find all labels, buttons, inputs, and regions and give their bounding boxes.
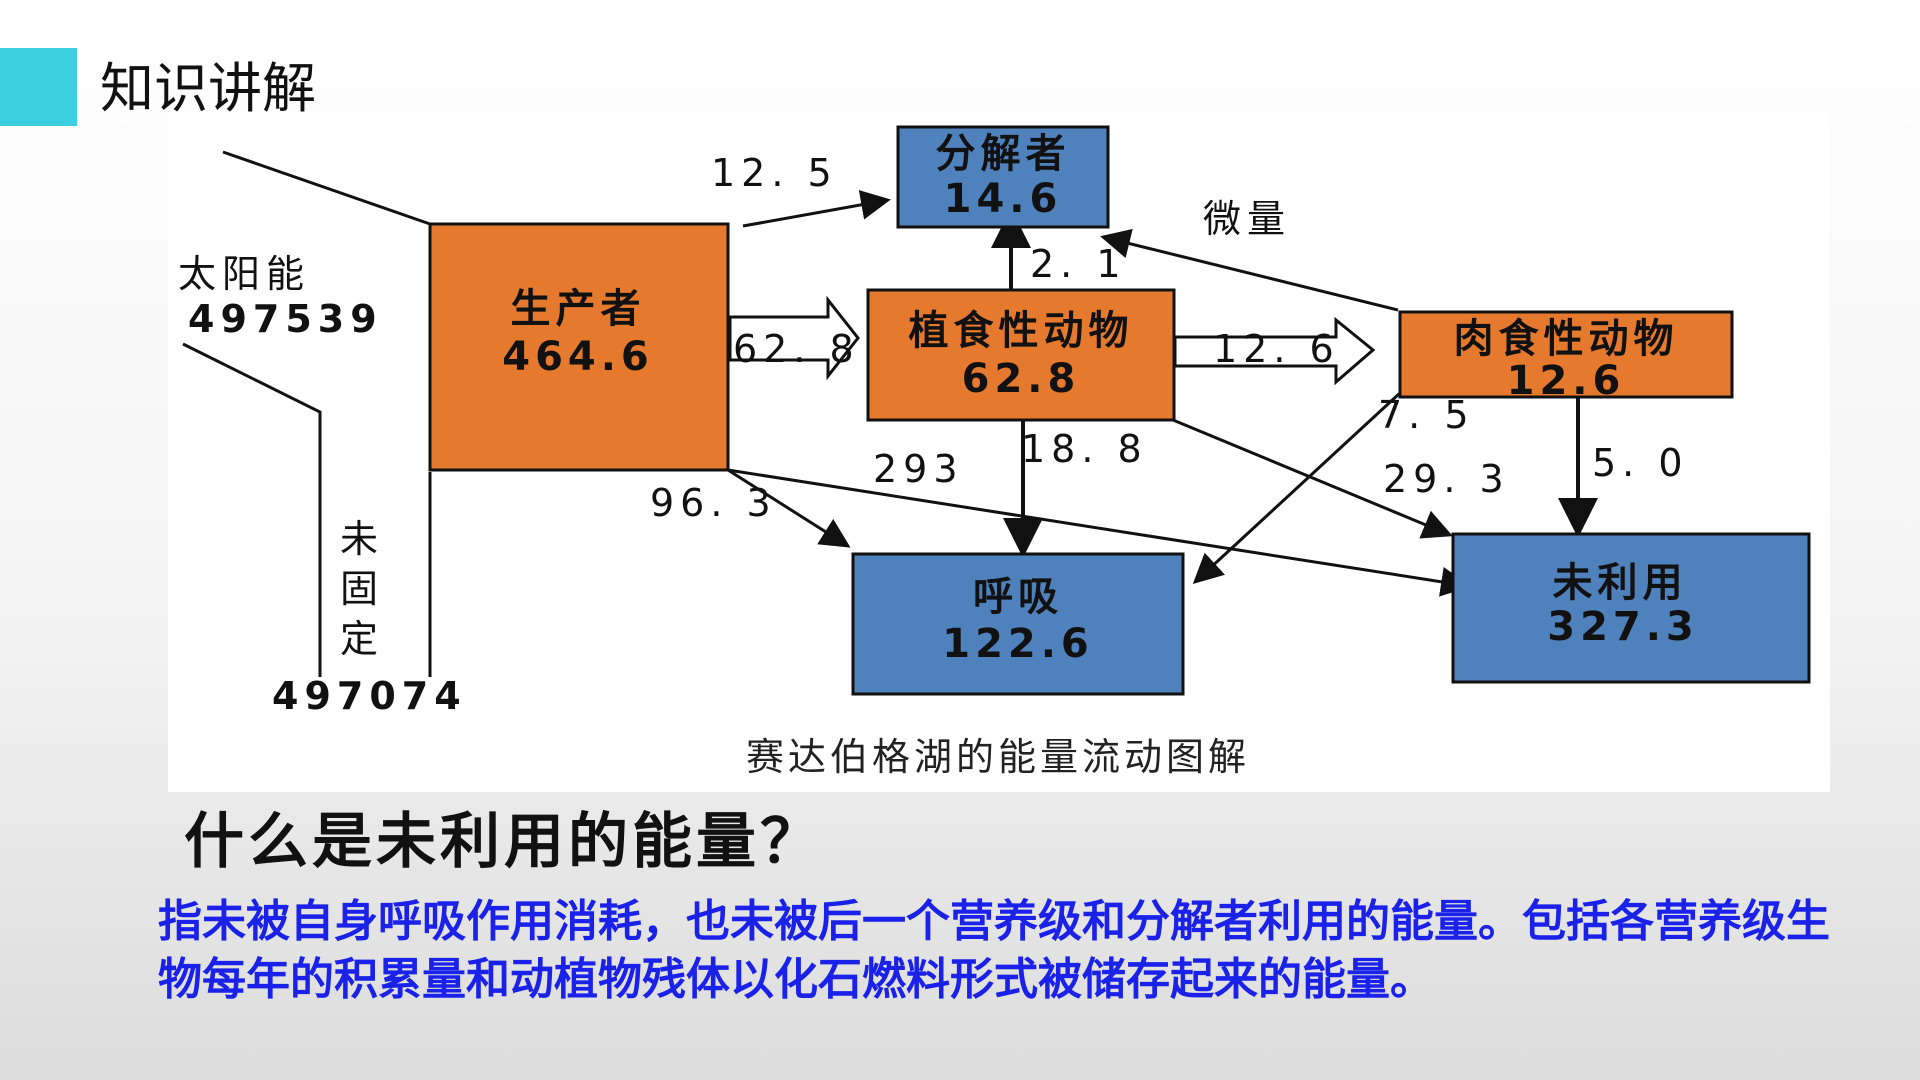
sunlight-line-upper (222, 150, 431, 226)
sun-label: 太阳能 (178, 252, 310, 296)
flow-carnivore-unused: 5. 0 (1592, 441, 1689, 485)
question-heading: 什么是未利用的能量？ (184, 807, 824, 877)
node-carnivore-box (1398, 310, 1734, 399)
flow-carnivore-respiration: 7. 5 (1378, 393, 1475, 437)
node-producer-value: 464.6 (502, 334, 654, 380)
node-producer-label: 生产者 (511, 286, 646, 332)
node-respiration-box (851, 552, 1185, 696)
unfixed-char-3: 定 (340, 617, 384, 661)
flow-producer-decomposer: 12. 5 (711, 151, 838, 195)
answer-text: 指未被自身呼吸作用消耗，也未被后一个营养级和分解者利用的能量。包括各营养级生物每… (158, 896, 1830, 1005)
node-carnivore: 肉食性动物 12.6 (1398, 310, 1734, 404)
node-unused: 未利用 327.3 (1451, 532, 1811, 684)
flow-producer-unused: 293 (873, 447, 964, 491)
node-unused-label: 未利用 (1553, 560, 1688, 606)
node-decomposer-label: 分解者 (936, 131, 1071, 177)
arrow-producer-respiration (727, 468, 851, 548)
unfixed-char-2: 固 (340, 567, 384, 611)
flow-producer-herbivore: 62. 8 (733, 327, 860, 371)
node-carnivore-value: 12.6 (1507, 358, 1626, 404)
arrow-producer-unused (727, 468, 1471, 597)
node-respiration-value: 122.6 (942, 621, 1094, 667)
title-accent-bar (0, 48, 77, 126)
unfixed-char-1: 未 (340, 517, 384, 561)
sunlight-line-lower (182, 342, 322, 677)
arrow-carnivore-respiration (1192, 391, 1402, 585)
unfixed-value: 497074 (272, 674, 467, 718)
arrow-carnivore-decomposer (1100, 228, 1399, 312)
flow-herbivore-decomposer: 2. 1 (1030, 242, 1127, 286)
node-carnivore-label: 肉食性动物 (1454, 316, 1679, 362)
node-decomposer-value: 14.6 (944, 176, 1063, 222)
node-producer: 生产者 464.6 (428, 222, 730, 472)
node-decomposer-box (896, 125, 1110, 229)
sun-value: 497539 (188, 297, 383, 341)
flow-producer-respiration: 96. 3 (650, 481, 777, 525)
arrow-herbivore-unused (1172, 418, 1453, 539)
node-unused-value: 327.3 (1547, 604, 1699, 650)
arrow-producer-herbivore (728, 295, 860, 381)
flow-carnivore-decomposer: 微量 (1203, 197, 1291, 241)
node-herbivore: 植食性动物 62.8 (866, 288, 1176, 422)
node-herbivore-value: 62.8 (962, 356, 1081, 402)
arrow-herbivore-carnivore (1173, 316, 1376, 386)
node-respiration: 呼吸 122.6 (851, 552, 1185, 696)
flow-herbivore-carnivore: 12. 6 (1213, 327, 1340, 371)
energy-flow-svg: 太阳能 497539 未 固 定 497074 12. 5 2. 1 微量 62… (178, 125, 1811, 779)
node-producer-box (428, 222, 730, 472)
node-herbivore-box (866, 288, 1176, 422)
diagram-caption: 赛达伯格湖的能量流动图解 (746, 735, 1250, 779)
energy-flow-diagram: 太阳能 497539 未 固 定 497074 12. 5 2. 1 微量 62… (168, 112, 1830, 792)
node-decomposer: 分解者 14.6 (896, 125, 1110, 229)
flow-herbivore-unused: 29. 3 (1383, 457, 1510, 501)
node-herbivore-label: 植食性动物 (909, 308, 1134, 354)
node-unused-box (1451, 532, 1811, 684)
arrow-producer-decomposer (742, 190, 891, 228)
slide-title: 知识讲解 (100, 57, 316, 120)
flow-herbivore-respiration: 18. 8 (1021, 427, 1148, 471)
node-respiration-label: 呼吸 (973, 574, 1063, 620)
